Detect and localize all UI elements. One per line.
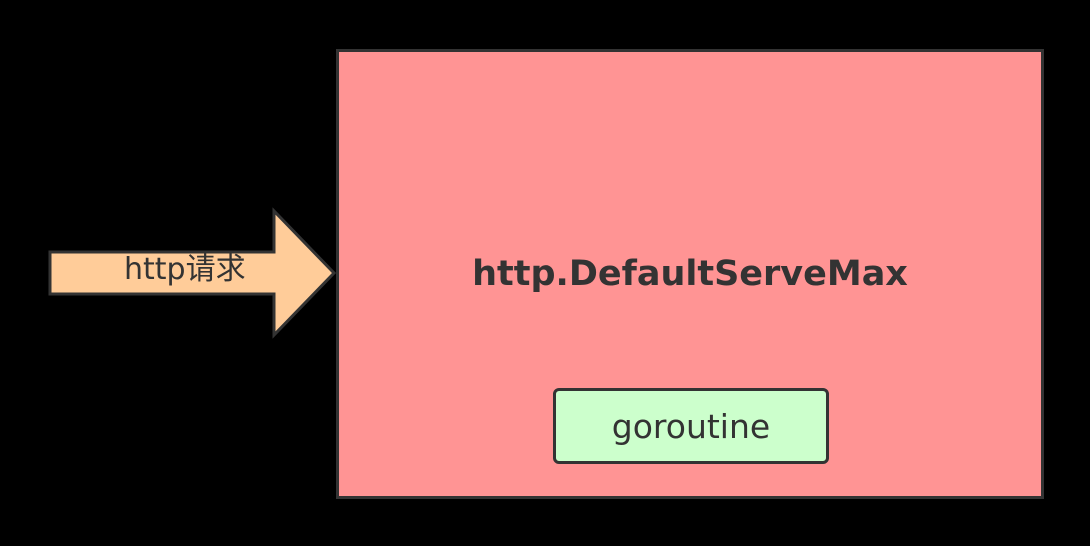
- default-serve-mux-box: http.DefaultServeMax goroutine: [336, 49, 1044, 499]
- request-arrow-shape: [48, 207, 337, 339]
- goroutine-box: goroutine: [553, 388, 829, 464]
- request-arrow-icon: [48, 207, 337, 339]
- default-serve-mux-title: http.DefaultServeMax: [472, 254, 908, 294]
- goroutine-label: goroutine: [611, 406, 771, 446]
- request-arrow-label: http请求: [124, 252, 246, 287]
